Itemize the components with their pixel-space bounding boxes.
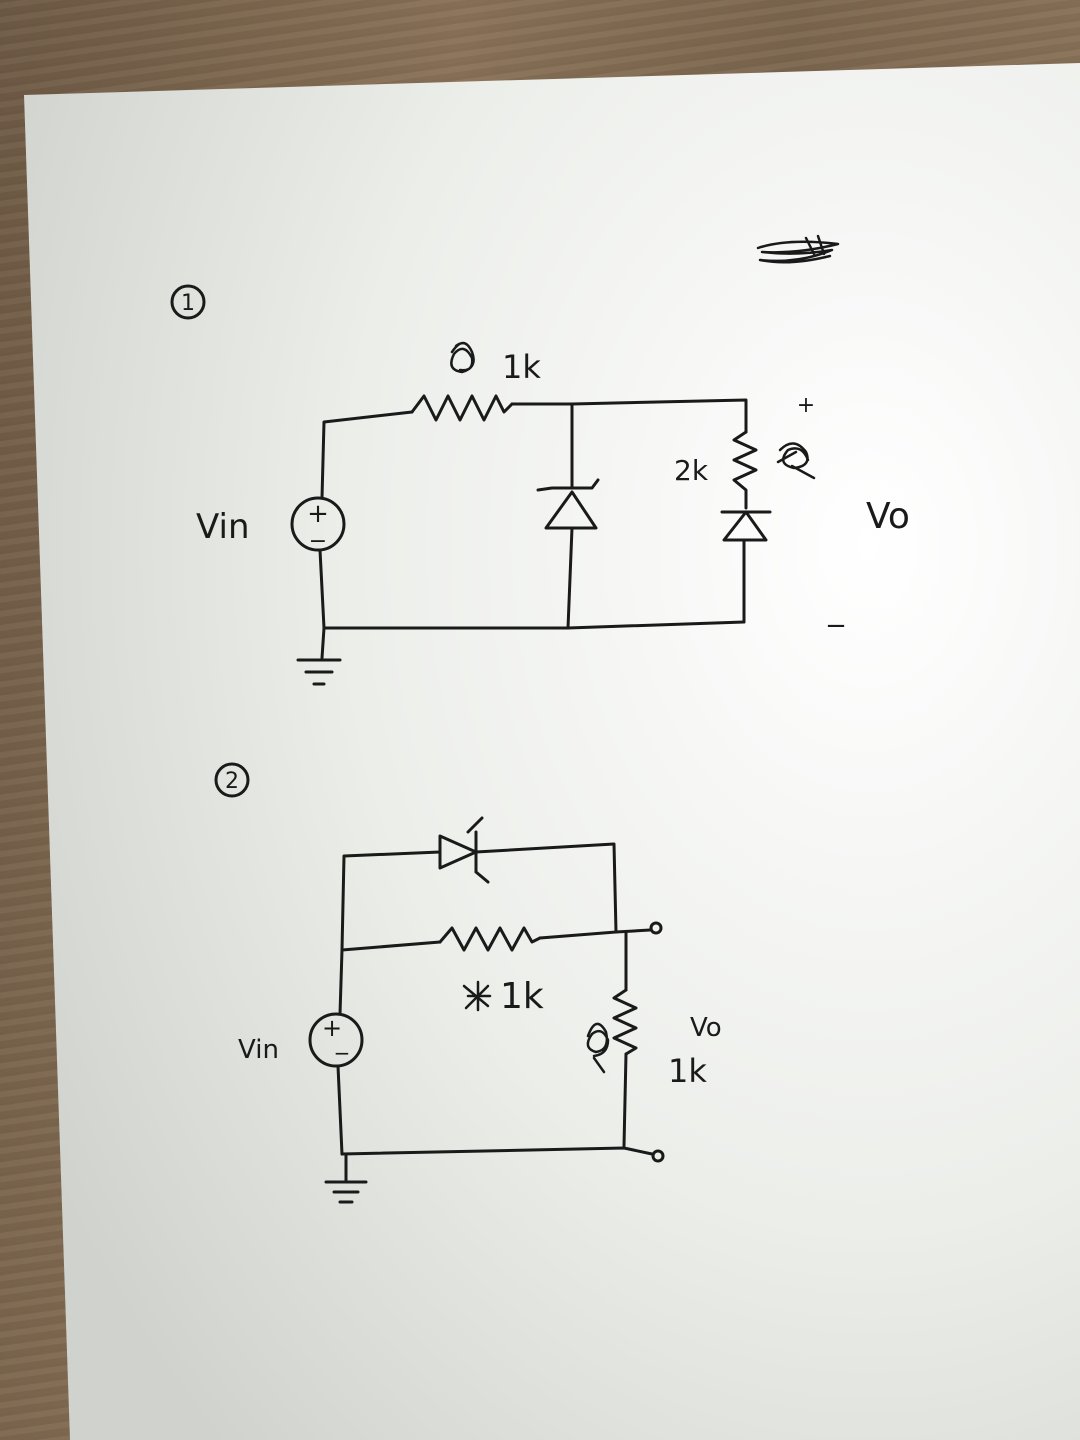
circuit-1-source-plus: +	[307, 499, 329, 529]
circuit-2-output-terminal-bottom	[651, 1149, 665, 1163]
circuit-2-resistor-load	[612, 988, 638, 1056]
circuit-2: 2 + − Vin 1k Vo 1k	[214, 762, 722, 1204]
circuit-1-scribble-resistor-label	[450, 341, 475, 374]
circuit-2-wire-middle-right	[538, 928, 652, 940]
circuit-1-vo-label: Vo	[866, 496, 910, 537]
circuit-2-number-circle	[214, 762, 250, 798]
circuit-2-source-minus: −	[334, 1041, 351, 1065]
circuit-2-wire-load-bottom	[622, 1052, 628, 1148]
circuit-1-source-minus: −	[309, 529, 327, 554]
circuit-2-vin-label: Vin	[238, 1035, 279, 1065]
circuit-2-wire-bottom	[340, 1146, 654, 1156]
paper-sheet	[24, 63, 1080, 1440]
circuit-2-voltage-source	[308, 1012, 364, 1068]
circuit-1-vin-label: Vin	[196, 507, 250, 547]
circuit-2-load-1k-label: 1k	[668, 1052, 707, 1090]
circuit-2-ground	[324, 1152, 368, 1204]
circuit-1-voltage-source	[290, 496, 346, 552]
circuit-1-vo-plus: +	[797, 393, 815, 418]
circuit-2-scribble-load-label	[586, 1022, 610, 1074]
circuit-1-wire-top-left	[320, 410, 414, 500]
circuit-2-number: 2	[225, 769, 239, 794]
circuit-1-resistor-1k-label: 1k	[502, 348, 541, 386]
circuit-2-resistor-1k-label: 1k	[500, 976, 544, 1017]
circuit-2-output-terminal-top	[649, 921, 663, 935]
circuit-1-scribble-2k-label	[776, 442, 816, 480]
circuit-2-wire-top-right	[474, 842, 618, 934]
circuit-2-source-plus: +	[322, 1014, 342, 1042]
circuit-1-resistor-1k	[410, 394, 514, 422]
circuit-1-number-circle	[170, 284, 206, 320]
circuit-1-vo-minus: −	[825, 611, 847, 641]
circuit-1: 1 + − Vin 1k 2k + Vo −	[170, 234, 910, 686]
circuit-1-zener-wire-bottom	[566, 526, 574, 630]
circuit-1-scribble-top-right	[756, 234, 840, 264]
circuit-1-number: 1	[181, 291, 195, 316]
circuit-1-wire-source-bottom	[318, 548, 326, 630]
circuit-1-wire-top-right	[510, 398, 748, 434]
circuit-1-ground	[296, 626, 342, 686]
circuit-1-resistor-2k	[732, 430, 758, 510]
circuit-2-vo-label: Vo	[690, 1013, 722, 1043]
circuit-2-wire-middle-left	[340, 940, 442, 952]
circuit-2-scribble-resistor-label	[462, 980, 492, 1012]
circuit-1-resistor-2k-label: 2k	[674, 454, 709, 487]
circuit-2-wire-source-bottom	[336, 1064, 344, 1156]
circuit-2-resistor-1k	[438, 926, 542, 952]
circuit-2-wire-top-left	[340, 850, 442, 952]
circuit-2-wire-source-top	[338, 948, 344, 1016]
